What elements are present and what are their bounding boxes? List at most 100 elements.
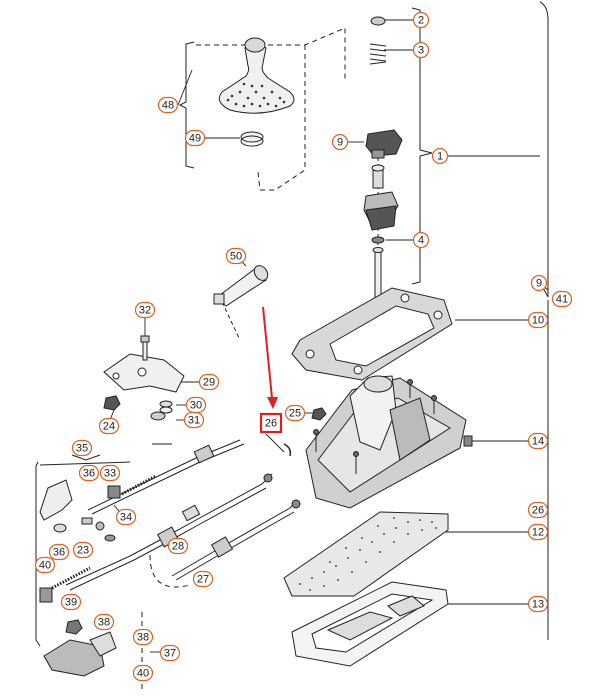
bushing-36[interactable] <box>53 523 67 533</box>
callout-c13: 13 <box>527 595 549 613</box>
boot-clip-ring[interactable] <box>240 131 264 147</box>
callout-shape-c26a <box>259 412 283 434</box>
callout-c38a: 38 <box>93 613 115 631</box>
callout-c23: 23 <box>72 541 94 559</box>
callout-number-c48: 48 <box>162 100 174 112</box>
callout-shape-c10 <box>527 311 549 329</box>
grease-tube[interactable] <box>213 263 271 307</box>
callout-number-c30: 30 <box>190 400 202 412</box>
leader-lines <box>89 19 540 653</box>
callout-c50: 50 <box>225 247 247 265</box>
callout-c30: 30 <box>185 396 207 414</box>
callout-shape-c3 <box>412 41 430 59</box>
callout-shape-c35 <box>71 439 93 457</box>
callout-c1: 1 <box>431 147 449 165</box>
callout-number-c50: 50 <box>230 251 242 263</box>
callout-shape-c9b <box>530 274 548 292</box>
callout-shape-c4 <box>412 231 430 249</box>
nut-39[interactable] <box>65 619 83 635</box>
callout-number-c40b: 40 <box>137 668 149 680</box>
gear-lever-upper-bearing[interactable] <box>365 129 403 159</box>
callout-c29: 29 <box>198 373 220 391</box>
callout-number-c12: 12 <box>532 527 544 539</box>
callout-shape-c37 <box>159 644 181 662</box>
callout-shape-c36b <box>48 543 70 561</box>
callout-shape-c24 <box>98 417 120 435</box>
callout-c36b: 36 <box>48 543 70 561</box>
callout-number-c26b: 26 <box>532 505 544 517</box>
gear-shift-housing[interactable] <box>305 375 467 509</box>
callout-c12: 12 <box>527 523 549 541</box>
insulation-pad[interactable] <box>283 511 449 597</box>
callout-number-c36b: 36 <box>53 547 65 559</box>
callout-number-c41: 41 <box>556 294 568 306</box>
callout-shape-c13 <box>527 595 549 613</box>
retaining-clip-26[interactable] <box>283 443 292 457</box>
callout-shape-c25 <box>284 404 306 422</box>
callout-shape-c38b <box>132 628 154 646</box>
callout-number-c37: 37 <box>164 648 176 660</box>
callout-number-c25: 25 <box>289 408 301 420</box>
callout-number-c31: 31 <box>188 415 200 427</box>
circlip-washer[interactable] <box>370 16 386 26</box>
callout-c4: 4 <box>412 231 430 249</box>
callout-c31: 31 <box>183 411 205 429</box>
o-ring-4[interactable] <box>371 236 385 244</box>
callout-c49: 49 <box>184 129 206 147</box>
callout-shape-c26b <box>527 501 549 519</box>
housing-nut-25[interactable] <box>311 407 327 421</box>
callout-number-c33: 33 <box>104 468 116 480</box>
shift-cable-28[interactable] <box>51 473 273 591</box>
callout-number-c38a: 38 <box>98 617 110 629</box>
gasket[interactable] <box>291 287 453 381</box>
callout-c35: 35 <box>71 439 93 457</box>
callout-number-c9b: 9 <box>536 278 542 290</box>
callout-c28: 28 <box>167 537 189 555</box>
callout-number-c27: 27 <box>197 574 209 586</box>
callout-number-c32: 32 <box>139 305 151 317</box>
callout-shape-c12 <box>527 523 549 541</box>
bushing-30[interactable] <box>159 400 173 414</box>
lever-33[interactable] <box>39 479 121 521</box>
callout-c41: 41 <box>551 290 573 308</box>
lever-37[interactable] <box>43 631 117 677</box>
callout-number-c39: 39 <box>65 597 77 609</box>
bolt-23[interactable] <box>81 517 105 531</box>
shift-knob-boot[interactable] <box>218 37 295 114</box>
spring[interactable] <box>369 43 387 65</box>
callout-number-c34: 34 <box>120 512 132 524</box>
callout-number-c28: 28 <box>172 541 184 553</box>
callout-c36a: 36 <box>78 464 100 482</box>
cable-end-40[interactable] <box>39 587 53 603</box>
shift-cable-27[interactable] <box>171 499 301 581</box>
callout-c9b: 9 <box>530 274 548 292</box>
callout-number-c38b: 38 <box>137 632 149 644</box>
callout-c26a: 26 <box>259 412 283 434</box>
callout-number-c13: 13 <box>532 599 544 611</box>
nut-24[interactable] <box>103 395 121 411</box>
callout-c3: 3 <box>412 41 430 59</box>
callout-shape-c2 <box>412 11 430 29</box>
callout-c40a: 40 <box>34 556 56 574</box>
gear-lever-joint[interactable] <box>363 164 399 231</box>
clip-14[interactable] <box>463 435 473 447</box>
callout-shape-c31 <box>183 411 205 429</box>
callout-number-c1: 1 <box>437 151 443 163</box>
callout-number-c35: 35 <box>76 443 88 455</box>
callout-c33: 33 <box>99 464 121 482</box>
callout-shape-c28 <box>167 537 189 555</box>
bushing-31[interactable] <box>150 411 166 421</box>
bolt-32[interactable] <box>140 335 150 361</box>
callout-c27: 27 <box>192 570 214 588</box>
callout-number-c36a: 36 <box>83 468 95 480</box>
callout-shape-c29 <box>198 373 220 391</box>
callout-c26b: 26 <box>527 501 549 519</box>
highlight-arrow <box>262 306 278 409</box>
callout-c48: 48 <box>157 96 179 114</box>
base-frame[interactable] <box>291 581 449 667</box>
washer-34[interactable] <box>104 534 116 542</box>
bracket-29[interactable] <box>103 353 185 393</box>
callout-c9a: 9 <box>331 133 349 151</box>
